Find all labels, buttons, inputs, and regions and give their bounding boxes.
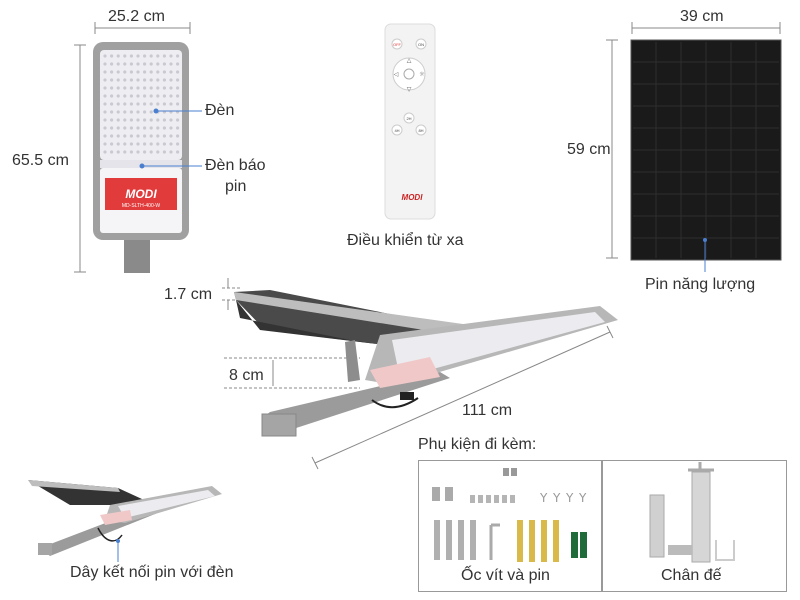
length-label: 111 cm [462,402,513,419]
assembly-gap-dimension [224,357,360,389]
assembly-length-dimension [311,325,614,470]
base-caption: Chân đế [661,567,722,584]
thickness-label: 1.7 cm [164,286,213,303]
lamp-height-dimension [74,44,86,273]
svg-text:◁: ◁ [394,71,399,78]
remote-brand: MODI [402,193,424,202]
small-view-caption: Dây kết nối pin với đèn [70,564,234,581]
led-label: Đèn [205,102,235,119]
remote-caption: Điều khiển từ xa [347,232,464,249]
panel-callout-dot [703,238,707,242]
indicator-label-line1: Đèn báo [205,157,266,174]
remote-4h-label: 4H [394,128,399,133]
base-box [601,460,787,592]
gap-label: 8 cm [229,367,264,384]
panel-height-dimension [606,39,618,259]
screws-and-batteries: Y Y Y Y [432,468,587,562]
svg-text:☼: ☼ [419,71,425,78]
remote-on-label: ON [418,42,424,47]
screws-box [418,460,603,592]
accessories-title: Phụ kiện đi kèm: [418,436,537,453]
lamp-width-dimension [94,22,191,34]
panel-caption: Pin năng lượng [645,276,756,293]
svg-text:Y: Y [539,491,548,505]
screws-caption: Ốc vít và pin [461,567,550,584]
lamp-width-label: 25.2 cm [108,8,165,25]
lamp-height-label: 65.5 cm [12,152,69,169]
lamp-model: MD-SLTH-400-W [122,203,161,209]
indicator-label-line2: pin [225,178,247,195]
remote-off-label: OFF [393,42,402,47]
small-assembled-view [28,480,222,556]
callout-lines [139,108,202,169]
lamp-brand: MODI [125,187,157,201]
solar-panel [630,39,782,261]
remote-2h-label: 2H [406,116,411,121]
assembled-lamp [234,290,618,437]
svg-text:Y: Y [578,491,587,505]
svg-text:Y: Y [565,491,574,505]
lamp-front-view: MODI MD-SLTH-400-W [93,42,189,273]
panel-width-label: 39 cm [680,8,724,25]
mounting-base [649,462,735,563]
small-view-callout-dot [116,539,120,543]
panel-height-label: 59 cm [567,141,611,158]
svg-text:▽: ▽ [407,86,412,93]
panel-width-dimension [631,22,781,34]
svg-text:△: △ [407,57,412,64]
svg-text:Y: Y [552,491,561,505]
remote-control: OFF ON △ ▽ ◁ ☼ 2H 4H 8H MODI [384,23,436,220]
remote-8h-label: 8H [418,128,423,133]
